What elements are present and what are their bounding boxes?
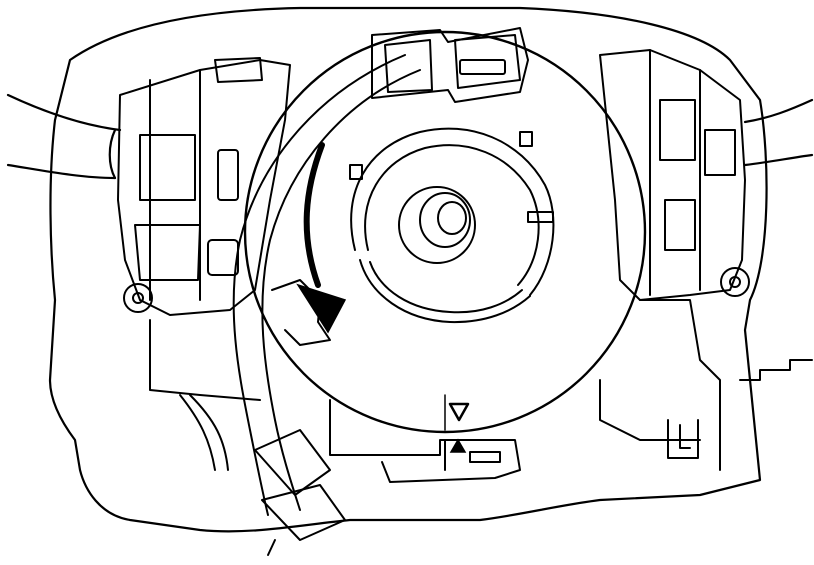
spiral-cable-disc	[243, 30, 647, 434]
alignment-marks	[444, 394, 470, 453]
right-combination-switch	[599, 49, 746, 301]
upper-connector	[371, 27, 529, 103]
steering-shaft-hub	[398, 186, 476, 264]
column-cover	[48, 6, 768, 533]
disc-edge-notch	[271, 279, 331, 346]
inner-ring	[349, 127, 555, 324]
right-mounting-hole	[720, 267, 750, 297]
wire-harness	[179, 54, 421, 556]
left-lever-shaft	[6, 93, 122, 180]
triangle-down-icon	[448, 402, 470, 422]
curved-arrow-icon	[296, 142, 347, 334]
left-combination-switch	[117, 57, 291, 316]
triangle-up-icon	[449, 438, 467, 453]
right-lever-shaft	[743, 98, 814, 167]
lower-column-housing	[149, 299, 813, 471]
lower-connector	[329, 399, 521, 483]
left-mounting-hole	[123, 283, 153, 313]
